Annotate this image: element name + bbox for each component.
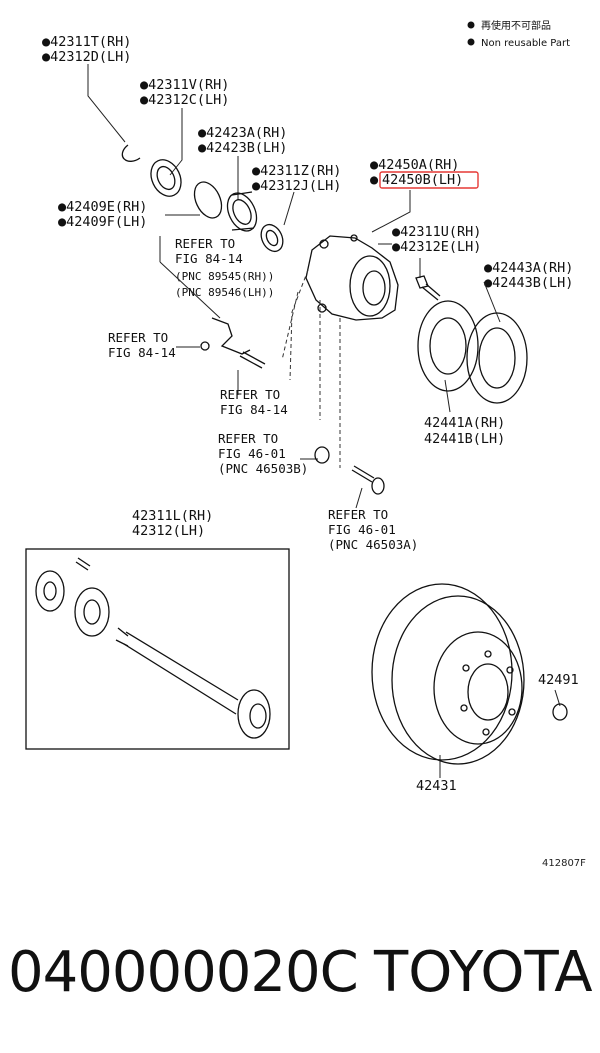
part-label-42311V[interactable]: ●42311V(RH) <box>140 77 229 93</box>
part-label-42312J[interactable]: ●42312J(LH) <box>252 178 341 194</box>
snap-ring-shape <box>121 144 141 162</box>
part-label-42450B[interactable]: 42450B(LH) <box>382 172 463 188</box>
leader-lines <box>87 64 561 778</box>
part-label-42450B-dot: ● <box>370 172 379 188</box>
hub-assembly-shape <box>305 234 399 321</box>
hub-cap-shape <box>552 703 568 721</box>
legend-jp-text: 再使用不可部品 <box>481 19 551 32</box>
part-label-42423B[interactable]: ●42423B(LH) <box>198 140 287 156</box>
nut-shape <box>314 446 330 464</box>
part-label-42450A[interactable]: ●42450A(RH) <box>370 157 459 173</box>
part-label-42312E[interactable]: ●42312E(LH) <box>392 239 481 255</box>
refer-note-1-line2: FIG 84-14 <box>175 251 243 266</box>
brand-name: TOYOTA <box>374 940 593 1005</box>
oil-seal-shape <box>150 159 182 197</box>
legend-dot-icon <box>467 38 475 46</box>
refer-note-2-line2: FIG 84-14 <box>108 345 176 360</box>
inner-seal-shape <box>260 223 284 253</box>
refer-note-3-line2: FIG 84-14 <box>220 402 288 417</box>
refer-note-4-line1: REFER TO <box>218 431 278 446</box>
part-label-42312D[interactable]: ●42312D(LH) <box>42 49 131 65</box>
part-label-42443A[interactable]: ●42443A(RH) <box>484 260 573 276</box>
backing-plate-shape <box>417 300 479 392</box>
part-label-42441A[interactable]: 42441A(RH) <box>424 415 505 431</box>
axle-shaft-shape <box>35 557 271 739</box>
refer-note-2-line1: REFER TO <box>108 330 168 345</box>
part-code: 040000020C <box>8 940 359 1005</box>
highlight-box <box>379 171 479 189</box>
part-label-42423A[interactable]: ●42423A(RH) <box>198 125 287 141</box>
refer-note-1-line1: REFER TO <box>175 236 235 251</box>
refer-note-1-line4: (PNC 89546(LH)) <box>175 286 274 299</box>
part-label-42409F[interactable]: ●42409F(LH) <box>58 214 147 230</box>
part-label-42441B[interactable]: 42441B(LH) <box>424 431 505 447</box>
gasket-shape <box>466 312 528 404</box>
figure-id: 412807F <box>542 858 586 869</box>
part-label-42311U[interactable]: ●42311U(RH) <box>392 224 481 240</box>
part-label-42409E[interactable]: ●42409E(RH) <box>58 199 147 215</box>
o-ring-shape <box>193 181 223 219</box>
refer-note-3-line1: REFER TO <box>220 387 280 402</box>
part-label-42491[interactable]: 42491 <box>538 672 579 688</box>
part-label-42311L[interactable]: 42311L(RH) <box>132 508 213 524</box>
legend-en-text: Non reusable Part <box>481 38 570 49</box>
footer-bar: 040000020C TOYOTA <box>0 940 600 1010</box>
refer-note-5-line3: (PNC 46503A) <box>328 537 418 552</box>
brake-disc-shape <box>371 583 525 765</box>
wheel-bolt-shape <box>351 465 385 495</box>
part-label-42443B[interactable]: ●42443B(LH) <box>484 275 573 291</box>
hub-bolt-shape <box>415 275 441 301</box>
dashed-guides <box>281 269 341 468</box>
refer-note-5-line1: REFER TO <box>328 507 388 522</box>
part-label-42311T[interactable]: ●42311T(RH) <box>42 34 131 50</box>
bearing-shape <box>226 191 258 232</box>
part-label-42311Z[interactable]: ●42311Z(RH) <box>252 163 341 179</box>
refer-note-1-line3: (PNC 89545(RH)) <box>175 270 274 283</box>
part-label-42312[interactable]: 42312(LH) <box>132 523 205 539</box>
refer-note-4-line2: FIG 46-01 <box>218 446 286 461</box>
part-label-42431[interactable]: 42431 <box>416 778 457 794</box>
refer-note-4-line3: (PNC 46503B) <box>218 461 308 476</box>
axle-shaft-frame <box>25 548 290 750</box>
speed-sensor-shape <box>200 317 251 355</box>
refer-note-5-line2: FIG 46-01 <box>328 522 396 537</box>
part-label-42312C[interactable]: ●42312C(LH) <box>140 92 229 108</box>
legend-dot-icon <box>467 21 475 29</box>
stud-shape <box>239 351 266 369</box>
